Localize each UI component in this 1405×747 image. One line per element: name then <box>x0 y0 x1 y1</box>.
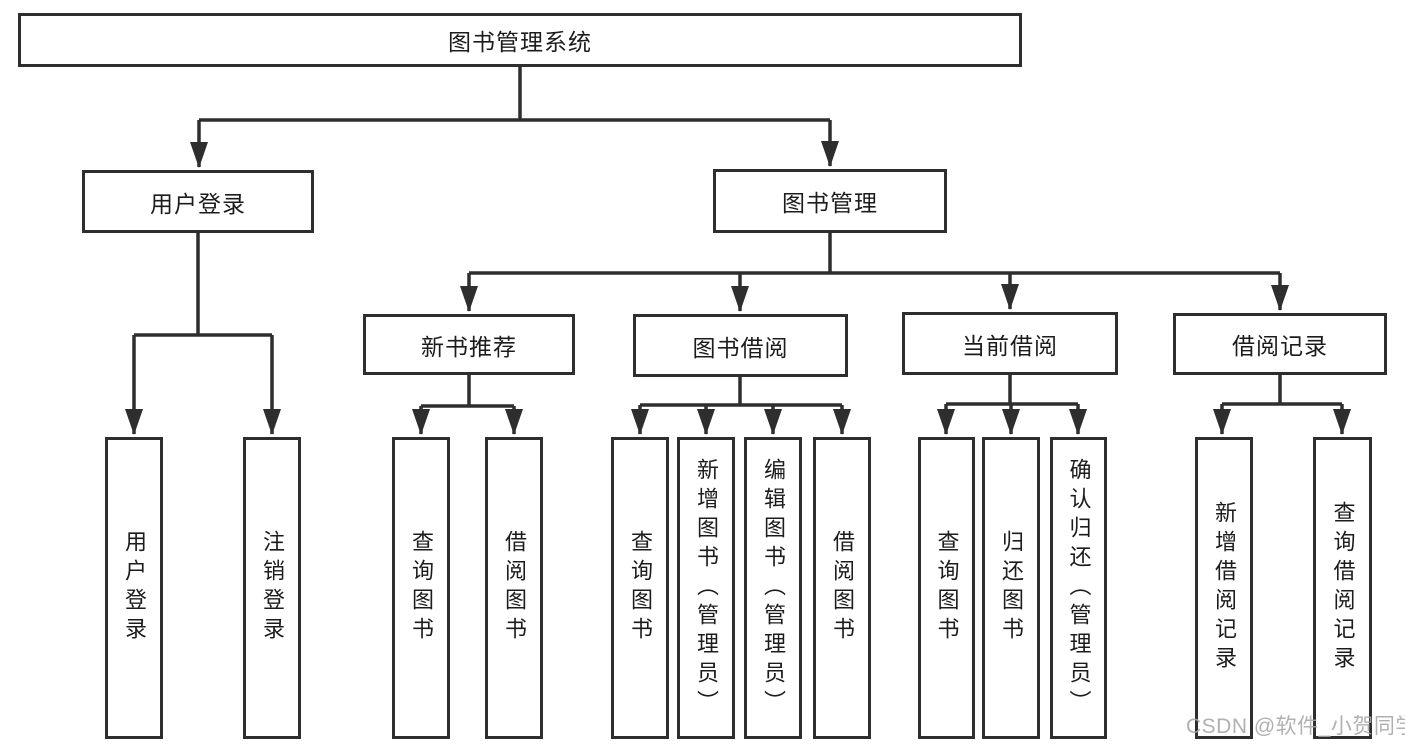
node-library-system: 图书管理系统 <box>18 13 1022 67</box>
leaf-confirm-return-admin: 确认归还（管理员） <box>1050 437 1107 739</box>
leaf-edit-book-admin-label: 编辑图书（管理员） <box>761 457 786 719</box>
leaf-query-books-1-label: 查询图书 <box>409 530 434 646</box>
leaf-borrow-books-2: 借阅图书 <box>813 437 871 739</box>
leaf-borrow-books-1: 借阅图书 <box>485 437 543 739</box>
leaf-borrow-books-1-label: 借阅图书 <box>502 530 527 646</box>
node-current-borrowing: 当前借阅 <box>902 312 1118 375</box>
leaf-borrow-books-2-label: 借阅图书 <box>830 530 855 646</box>
leaf-user-login: 用户登录 <box>105 437 163 739</box>
leaf-query-borrow-record: 查询借阅记录 <box>1313 437 1372 739</box>
leaf-return-books-label: 归还图书 <box>999 530 1024 646</box>
tree-arrows <box>125 120 1351 435</box>
node-book-borrowing-label: 图书借阅 <box>692 334 789 361</box>
node-book-borrowing: 图书借阅 <box>633 314 848 377</box>
leaf-return-books: 归还图书 <box>982 437 1040 739</box>
node-user-login-group: 用户登录 <box>82 170 314 233</box>
leaf-add-borrow-record: 新增借阅记录 <box>1195 437 1253 739</box>
node-new-book-recommendation-label: 新书推荐 <box>421 333 517 360</box>
leaf-add-borrow-record-label: 新增借阅记录 <box>1212 501 1237 675</box>
leaf-query-borrow-record-label: 查询借阅记录 <box>1330 501 1356 675</box>
node-book-management: 图书管理 <box>713 169 947 233</box>
node-new-book-recommendation: 新书推荐 <box>363 314 575 375</box>
leaf-logout-label: 注销登录 <box>260 530 285 646</box>
leaf-edit-book-admin: 编辑图书（管理员） <box>744 437 802 739</box>
node-borrowing-records: 借阅记录 <box>1173 313 1387 375</box>
watermark: CSDN @软件_小贺同学 <box>1186 715 1405 738</box>
node-book-management-label: 图书管理 <box>782 190 878 216</box>
leaf-add-book-admin: 新增图书（管理员） <box>677 437 735 739</box>
leaf-query-books-3-label: 查询图书 <box>934 530 960 646</box>
leaf-query-books-1: 查询图书 <box>392 437 450 739</box>
leaf-user-login-label: 用户登录 <box>122 530 147 646</box>
leaf-confirm-return-admin-label: 确认归还（管理员） <box>1066 457 1092 719</box>
leaf-query-books-3: 查询图书 <box>918 437 975 739</box>
leaf-logout: 注销登录 <box>243 437 301 739</box>
leaf-query-books-2: 查询图书 <box>611 437 669 739</box>
node-library-system-label: 图书管理系统 <box>448 29 592 55</box>
node-current-borrowing-label: 当前借阅 <box>962 332 1058 359</box>
leaf-query-books-2-label: 查询图书 <box>628 530 653 646</box>
leaf-add-book-admin-label: 新增图书（管理员） <box>694 457 719 719</box>
node-borrowing-records-label: 借阅记录 <box>1232 333 1328 359</box>
node-user-login-group-label: 用户登录 <box>150 190 246 217</box>
